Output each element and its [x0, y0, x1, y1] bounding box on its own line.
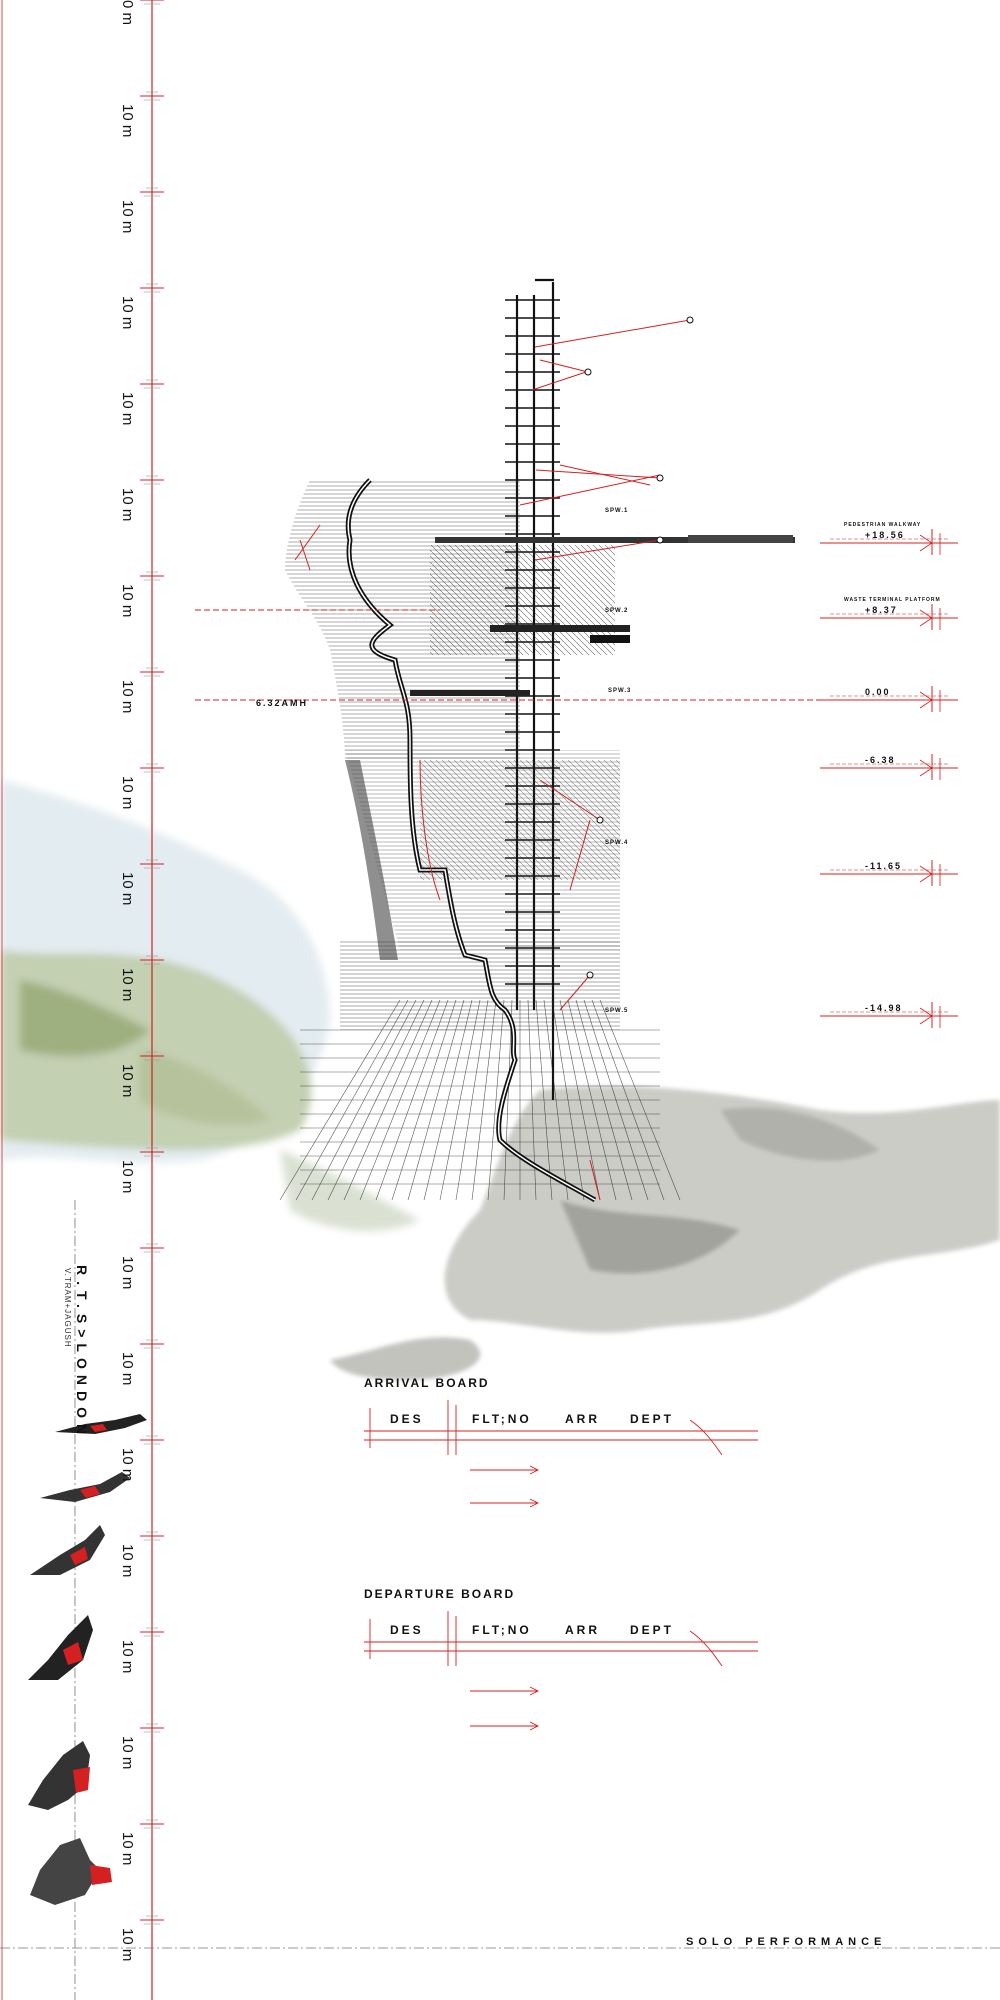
terrain-left	[0, 780, 420, 1231]
scale-label: 10 m	[119, 392, 136, 426]
scale-tick	[140, 379, 164, 389]
scale-tick	[140, 0, 164, 5]
departure-col-dept: DEPT	[630, 1623, 675, 1637]
spw-tag-5: SPW.5	[605, 1008, 629, 1014]
level-title-waste-terminal-platform: WASTE TERMINAL PLATFORM	[844, 597, 941, 603]
level-title-pedestrian-walkway: PEDESTRIAN WALKWAY	[844, 522, 922, 528]
level-value-level-minus-14: -14.98	[865, 1003, 903, 1013]
scale-label: 10 m	[119, 1928, 136, 1962]
level-marker-waste-terminal-platform	[820, 604, 958, 630]
scale-tick	[140, 763, 164, 773]
scale-tick	[140, 475, 164, 485]
scale-tick	[140, 1435, 164, 1445]
terrain-right	[330, 1086, 1000, 1380]
arrival-col-dept: DEPT	[630, 1412, 675, 1426]
scale-tick	[140, 1147, 164, 1157]
scale-label: 10 m	[119, 584, 136, 618]
scale-tick	[140, 91, 164, 101]
level-value-level-minus-6: -6.38	[865, 755, 896, 765]
scale-tick	[140, 571, 164, 581]
scale-label: 10 m	[119, 1160, 136, 1194]
scale-tick	[140, 859, 164, 869]
scale-label: 10 m	[119, 1832, 136, 1866]
arrival-col-arr: ARR	[565, 1412, 600, 1426]
arrival-board-lines	[364, 1400, 758, 1508]
scale-label: 10 m	[119, 680, 136, 714]
level-marker-level-minus-14	[820, 1002, 958, 1028]
spw-tag-1: SPW.1	[605, 508, 629, 514]
scale-label: 10 m	[119, 1256, 136, 1290]
scale-label: 10 m	[119, 776, 136, 810]
datum-label: 6.32AMH	[256, 698, 309, 708]
scale-tick	[140, 1051, 164, 1061]
spw-tag-3: SPW.3	[608, 688, 632, 694]
scale-label: 10 m	[119, 1640, 136, 1674]
arrival-col-des: DES	[390, 1412, 424, 1426]
scale-label: 10 m	[119, 968, 136, 1002]
spw-tag-2: SPW.2	[605, 608, 629, 614]
scale-label-top: 0 m	[119, 0, 136, 26]
departure-board-title: DEPARTURE BOARD	[364, 1587, 516, 1601]
scale-tick	[140, 187, 164, 197]
scale-tick	[140, 1339, 164, 1349]
scale-label: 10 m	[119, 872, 136, 906]
level-marker-level-minus-6	[820, 754, 958, 780]
arrival-col-flt: FLT;NO	[472, 1412, 532, 1426]
scale-tick	[140, 1915, 164, 1925]
scale-tick	[140, 667, 164, 677]
scale-label: 10 m	[119, 1736, 136, 1770]
scale-tick	[140, 283, 164, 293]
scale-label: 10 m	[119, 296, 136, 330]
scale-label: 10 m	[119, 104, 136, 138]
scale-label: 10 m	[119, 488, 136, 522]
project-title: R.T.S>LONDON	[74, 1265, 90, 1441]
scale-tick	[140, 1819, 164, 1829]
project-subtitle: V.TRAM+JAGUSH	[63, 1268, 72, 1348]
level-value-ground: 0.00	[865, 687, 891, 697]
level-value-level-minus-11: -11.65	[865, 861, 903, 871]
level-value-pedestrian-walkway: +18.56	[865, 530, 905, 540]
scale-tick	[140, 955, 164, 965]
scale-tick	[140, 1627, 164, 1637]
level-marker-pedestrian-walkway	[820, 529, 958, 555]
scale-label: 10 m	[119, 200, 136, 234]
departure-col-arr: ARR	[565, 1623, 600, 1637]
level-marker-level-minus-11	[820, 860, 958, 886]
scale-label: 10 m	[119, 1352, 136, 1386]
figure-sequence	[28, 1414, 147, 1905]
departure-board-lines	[364, 1611, 758, 1731]
scale-label: 10 m	[119, 1064, 136, 1098]
footer-title: SOLO PERFORMANCE	[686, 1936, 887, 1948]
departure-col-flt: FLT;NO	[472, 1623, 532, 1637]
scale-label: 10 m	[119, 1544, 136, 1578]
tower-structure	[279, 278, 795, 1203]
scale-tick	[140, 1243, 164, 1253]
arrival-board-title: ARRIVAL BOARD	[364, 1376, 490, 1390]
departure-col-des: DES	[390, 1623, 424, 1637]
scale-label: 10 m	[119, 1448, 136, 1482]
scale-tick	[140, 1531, 164, 1541]
scale-tick	[140, 1723, 164, 1733]
level-value-waste-terminal-platform: +8.37	[865, 605, 898, 615]
level-markers	[195, 529, 958, 1028]
spw-tag-4: SPW.4	[605, 840, 629, 846]
